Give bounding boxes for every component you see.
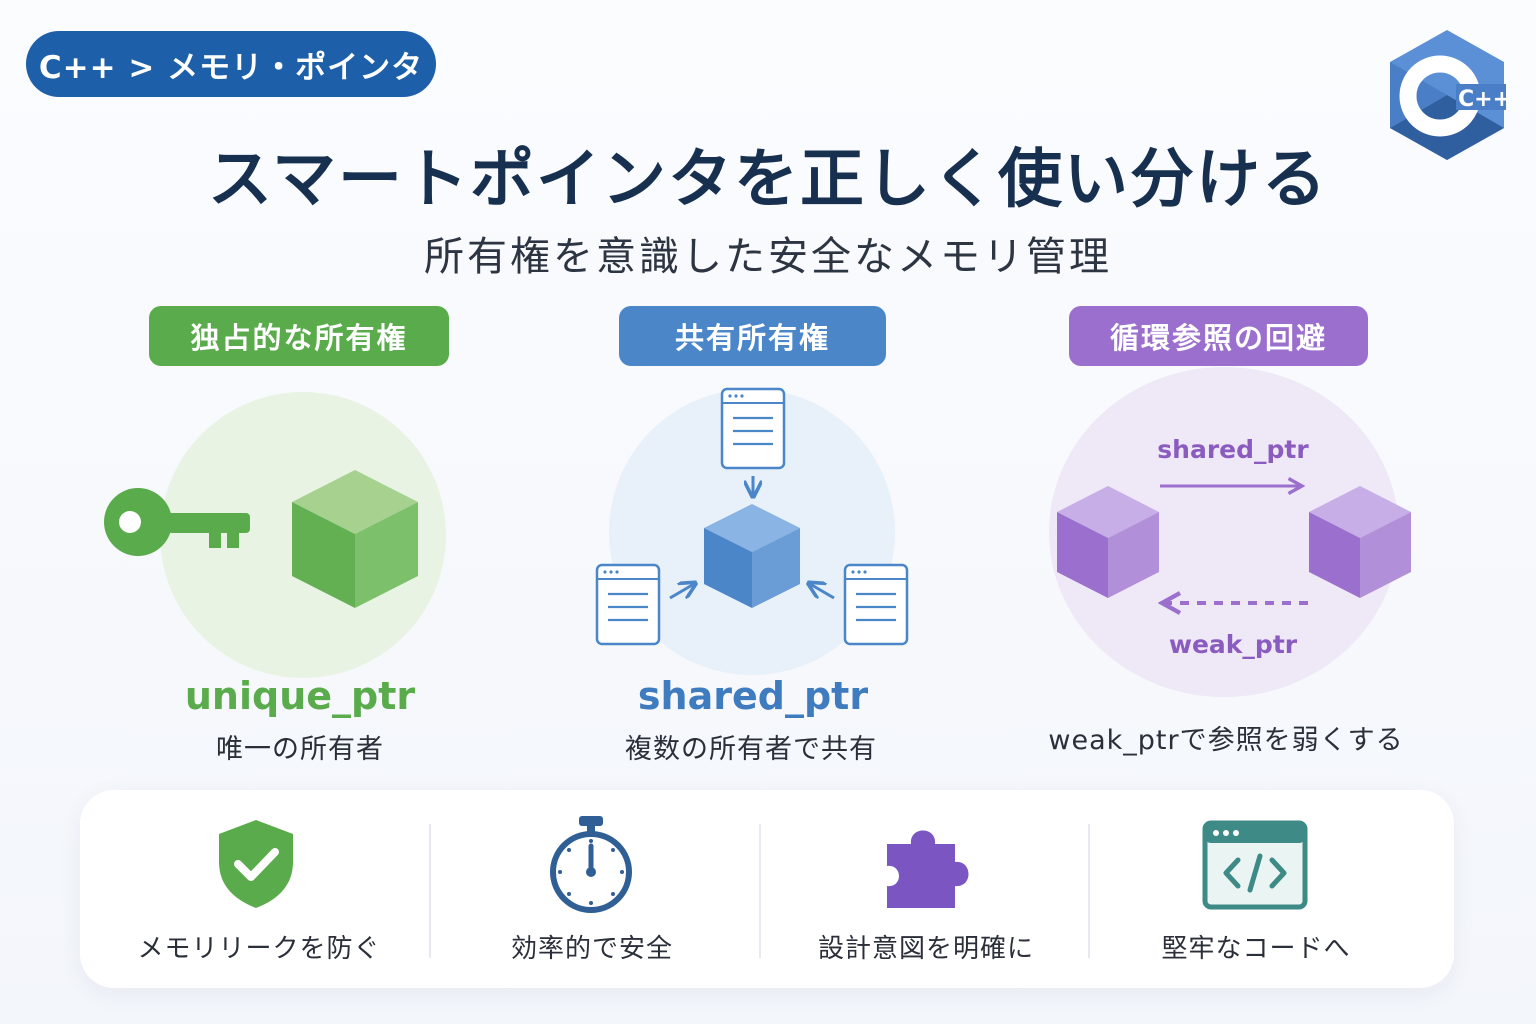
cube-icon	[704, 504, 800, 608]
badge-shared: 共有所有権	[619, 306, 886, 366]
badge-unique: 独占的な所有権	[149, 306, 449, 366]
arrow-right	[669, 584, 694, 600]
stopwatch-icon	[550, 816, 632, 913]
cube-icon	[1057, 486, 1159, 598]
edge-label-shared: shared_ptr	[1157, 435, 1309, 464]
feature-label-robust: 堅牢なコードへ	[1161, 934, 1351, 964]
unique-ptr-desc: 唯一の所有者	[216, 734, 384, 765]
shared-ptr-name: shared_ptr	[637, 674, 869, 718]
shield-check-icon	[219, 820, 293, 908]
cube-icon	[1309, 486, 1411, 598]
logo-text: C++	[1458, 87, 1506, 112]
badge-weak: 循環参照の回避	[1069, 306, 1368, 366]
key-icon	[104, 488, 250, 556]
document-icon	[720, 387, 786, 470]
feature-label-design: 設計意図を明確に	[817, 934, 1034, 964]
shared-ptr-desc: 複数の所有者で共有	[625, 734, 877, 765]
document-icon	[843, 563, 909, 646]
cpp-logo-icon: C++	[1390, 30, 1506, 160]
feature-label-leak: メモリリークを防ぐ	[137, 934, 381, 964]
divider	[1088, 824, 1090, 958]
cube-icon	[292, 470, 418, 608]
unique-ptr-name: unique_ptr	[184, 674, 416, 718]
page-title: スマートポインタを正しく使い分ける	[207, 143, 1329, 217]
feature-label-efficient: 効率的で安全	[510, 934, 673, 964]
page-subtitle: 所有権を意識した安全なメモリ管理	[424, 234, 1112, 280]
arrow-left	[810, 584, 835, 600]
code-window-icon	[1202, 820, 1308, 910]
puzzle-icon	[887, 830, 969, 908]
breadcrumb[interactable]: C++ > メモリ・ポインタ	[26, 31, 436, 97]
weak-ptr-desc: weak_ptrで参照を弱くする	[1048, 725, 1404, 756]
divider	[429, 824, 431, 958]
divider	[759, 824, 761, 958]
document-icon	[595, 563, 661, 646]
edge-label-weak: weak_ptr	[1169, 630, 1298, 659]
